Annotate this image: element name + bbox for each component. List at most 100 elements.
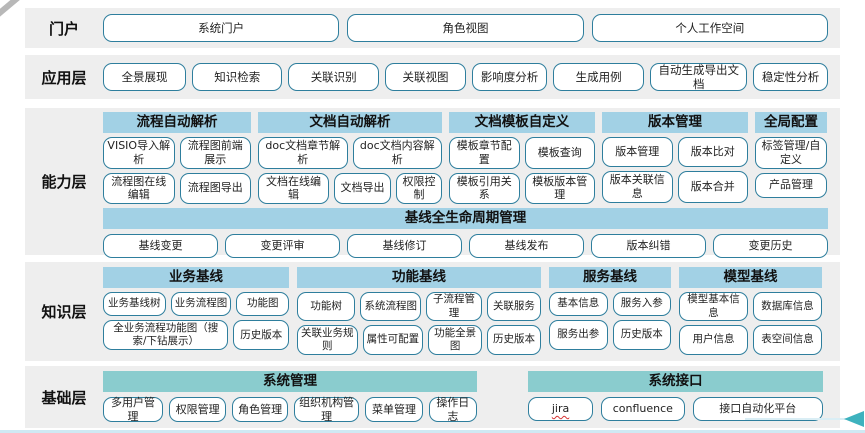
node-jira: jira bbox=[528, 397, 594, 421]
node-service-input-params: 服务入参 bbox=[612, 292, 671, 316]
group-function-baseline: 功能基线 功能树 系统流程图 子流程管理 关联服务 关联业务规则 属性可配置 功… bbox=[297, 267, 541, 355]
group-system-interface: 系统接口 jira confluence 接口自动化平台 bbox=[528, 371, 823, 422]
node-role-view: 角色视图 bbox=[347, 14, 584, 42]
node-service-output-params: 服务出参 bbox=[549, 320, 608, 350]
capability-layer-band: 能力层 流程自动解析 VISIO导入解析 流程图前端展示 流程图在线编辑 流程图… bbox=[25, 108, 840, 258]
node-template-chapter-config: 模板章节配置 bbox=[449, 137, 520, 169]
application-layer-band: 应用层 全景展现 知识检索 关联识别 关联视图 影响度分析 生成用例 自动生成导… bbox=[25, 55, 840, 99]
node-flowchart-online-edit: 流程图在线编辑 bbox=[103, 172, 175, 204]
node-tablespace-info: 表空间信息 bbox=[753, 325, 822, 355]
group-version-mgmt: 版本管理 版本管理 版本比对 版本关联信息 版本合并 bbox=[602, 112, 748, 204]
portal-layer-band: 门户 系统门户 角色视图 个人工作空间 bbox=[25, 8, 840, 48]
node-relation-view: 关联视图 bbox=[384, 63, 467, 91]
group-header-process-auto-parse: 流程自动解析 bbox=[103, 112, 251, 133]
node-template-reference-relation: 模板引用关系 bbox=[449, 172, 520, 204]
node-role-mgmt: 角色管理 bbox=[232, 397, 288, 422]
node-permission-control: 权限控制 bbox=[396, 172, 443, 204]
node-visio-import-parse: VISIO导入解析 bbox=[103, 137, 175, 169]
node-function-tree: 功能树 bbox=[297, 292, 356, 321]
group-header-global-config: 全局配置 bbox=[755, 112, 827, 133]
node-history-version-function: 历史版本 bbox=[487, 325, 541, 355]
node-doc-chapter-parse: doc文档章节解析 bbox=[258, 137, 348, 169]
group-header-system-mgmt: 系统管理 bbox=[103, 371, 477, 392]
node-flowchart-front-display: 流程图前端展示 bbox=[179, 137, 251, 169]
node-database-info: 数据库信息 bbox=[753, 292, 822, 321]
node-full-business-flow-function-map: 全业务流程功能图（搜索/下钻展示） bbox=[103, 320, 229, 351]
node-related-services: 关联服务 bbox=[486, 292, 541, 321]
jira-label: jira bbox=[551, 402, 570, 416]
node-business-baseline-tree: 业务基线树 bbox=[103, 292, 166, 316]
node-knowledge-search: 知识检索 bbox=[192, 63, 283, 91]
layer-label-application: 应用层 bbox=[41, 68, 87, 87]
node-multi-user-mgmt: 多用户管理 bbox=[103, 396, 164, 423]
node-system-flowchart: 系统流程图 bbox=[360, 292, 422, 321]
layer-label-knowledge: 知识层 bbox=[41, 303, 87, 321]
layer-label-foundation: 基础层 bbox=[41, 388, 87, 407]
node-history-version-service: 历史版本 bbox=[612, 320, 671, 350]
group-system-mgmt: 系统管理 多用户管理 权限管理 角色管理 组织机构管理 菜单管理 操作日志 bbox=[103, 371, 477, 423]
knowledge-layer-band: 知识层 业务基线 业务基线树 业务流程图 功能图 全业务流程功能图（搜索/下钻展… bbox=[25, 262, 840, 361]
node-change-review: 变更评审 bbox=[225, 234, 340, 258]
group-model-baseline: 模型基线 模型基本信息 数据库信息 用户信息 表空间信息 bbox=[679, 267, 822, 355]
node-business-flowchart: 业务流程图 bbox=[170, 292, 232, 316]
node-version-relation-info: 版本关联信息 bbox=[602, 171, 673, 203]
group-header-doc-template-custom: 文档模板自定义 bbox=[449, 112, 595, 133]
bottom-border-line bbox=[0, 430, 865, 433]
node-permission-mgmt: 权限管理 bbox=[169, 397, 227, 422]
node-stability-analysis: 稳定性分析 bbox=[753, 63, 828, 91]
group-doc-template-custom: 文档模板自定义 模板章节配置 模板查询 模板引用关系 模板版本管理 bbox=[449, 112, 595, 204]
foundation-layer-band: 基础层 系统管理 多用户管理 权限管理 角色管理 组织机构管理 菜单管理 操作日… bbox=[25, 366, 840, 428]
group-header-model-baseline: 模型基线 bbox=[679, 267, 822, 288]
node-user-info: 用户信息 bbox=[679, 325, 748, 355]
node-baseline-revision: 基线修订 bbox=[347, 234, 462, 258]
corner-slash-decoration bbox=[0, 0, 23, 19]
node-attribute-configurable: 属性可配置 bbox=[362, 325, 424, 355]
node-related-business-rules: 关联业务规则 bbox=[297, 325, 358, 355]
group-header-doc-auto-parse: 文档自动解析 bbox=[258, 112, 442, 133]
left-arrow-icon bbox=[844, 411, 864, 427]
node-interface-automation-platform: 接口自动化平台 bbox=[692, 397, 823, 421]
node-change-history: 变更历史 bbox=[713, 234, 828, 258]
group-header-business-baseline: 业务基线 bbox=[103, 267, 289, 288]
node-history-version-business: 历史版本 bbox=[233, 320, 289, 351]
node-doc-content-parse: doc文档内容解析 bbox=[352, 137, 442, 169]
node-doc-export: 文档导出 bbox=[333, 172, 392, 204]
group-business-baseline: 业务基线 业务基线树 业务流程图 功能图 全业务流程功能图（搜索/下钻展示） 历… bbox=[103, 267, 289, 355]
group-header-system-interface: 系统接口 bbox=[528, 371, 823, 392]
node-panorama-display: 全景展现 bbox=[103, 63, 187, 91]
group-service-baseline: 服务基线 基本信息 服务入参 服务出参 历史版本 bbox=[549, 267, 671, 355]
node-flowchart-export: 流程图导出 bbox=[179, 172, 251, 204]
node-doc-online-edit: 文档在线编辑 bbox=[258, 172, 329, 204]
node-basic-info: 基本信息 bbox=[549, 292, 608, 316]
node-product-mgmt: 产品管理 bbox=[755, 172, 827, 198]
layer-label-portal: 门户 bbox=[48, 19, 79, 38]
node-template-version-mgmt: 模板版本管理 bbox=[524, 172, 595, 204]
group-process-auto-parse: 流程自动解析 VISIO导入解析 流程图前端展示 流程图在线编辑 流程图导出 bbox=[103, 112, 251, 204]
node-tag-mgmt-custom: 标签管理/自定义 bbox=[755, 137, 827, 169]
node-function-diagram: 功能图 bbox=[236, 292, 289, 316]
layer-label-capability: 能力层 bbox=[41, 173, 87, 191]
node-relation-identify: 关联识别 bbox=[288, 63, 379, 91]
node-confluence: confluence bbox=[601, 397, 685, 421]
node-model-basic-info: 模型基本信息 bbox=[679, 292, 748, 321]
node-version-correction: 版本纠错 bbox=[591, 234, 706, 258]
node-subprocess-mgmt: 子流程管理 bbox=[426, 292, 482, 321]
group-global-config: 全局配置 标签管理/自定义 产品管理 bbox=[755, 112, 827, 204]
group-header-version-mgmt: 版本管理 bbox=[602, 112, 748, 133]
group-header-function-baseline: 功能基线 bbox=[297, 267, 541, 288]
node-baseline-release: 基线发布 bbox=[469, 234, 584, 258]
node-impact-analysis: 影响度分析 bbox=[472, 63, 547, 91]
group-doc-auto-parse: 文档自动解析 doc文档章节解析 doc文档内容解析 文档在线编辑 文档导出 权… bbox=[258, 112, 443, 204]
node-personal-workspace: 个人工作空间 bbox=[591, 14, 828, 42]
node-function-panorama: 功能全景图 bbox=[428, 325, 483, 355]
node-system-portal: 系统门户 bbox=[103, 14, 340, 42]
node-operation-log: 操作日志 bbox=[428, 396, 477, 423]
node-version-compare: 版本比对 bbox=[677, 137, 748, 167]
node-auto-generate-export-doc: 自动生成导出文档 bbox=[650, 63, 748, 91]
group-header-service-baseline: 服务基线 bbox=[549, 267, 671, 288]
node-menu-mgmt: 菜单管理 bbox=[365, 397, 423, 422]
node-version-mgmt: 版本管理 bbox=[602, 137, 673, 167]
node-generate-usecase: 生成用例 bbox=[552, 63, 645, 91]
node-baseline-change: 基线变更 bbox=[103, 234, 218, 258]
